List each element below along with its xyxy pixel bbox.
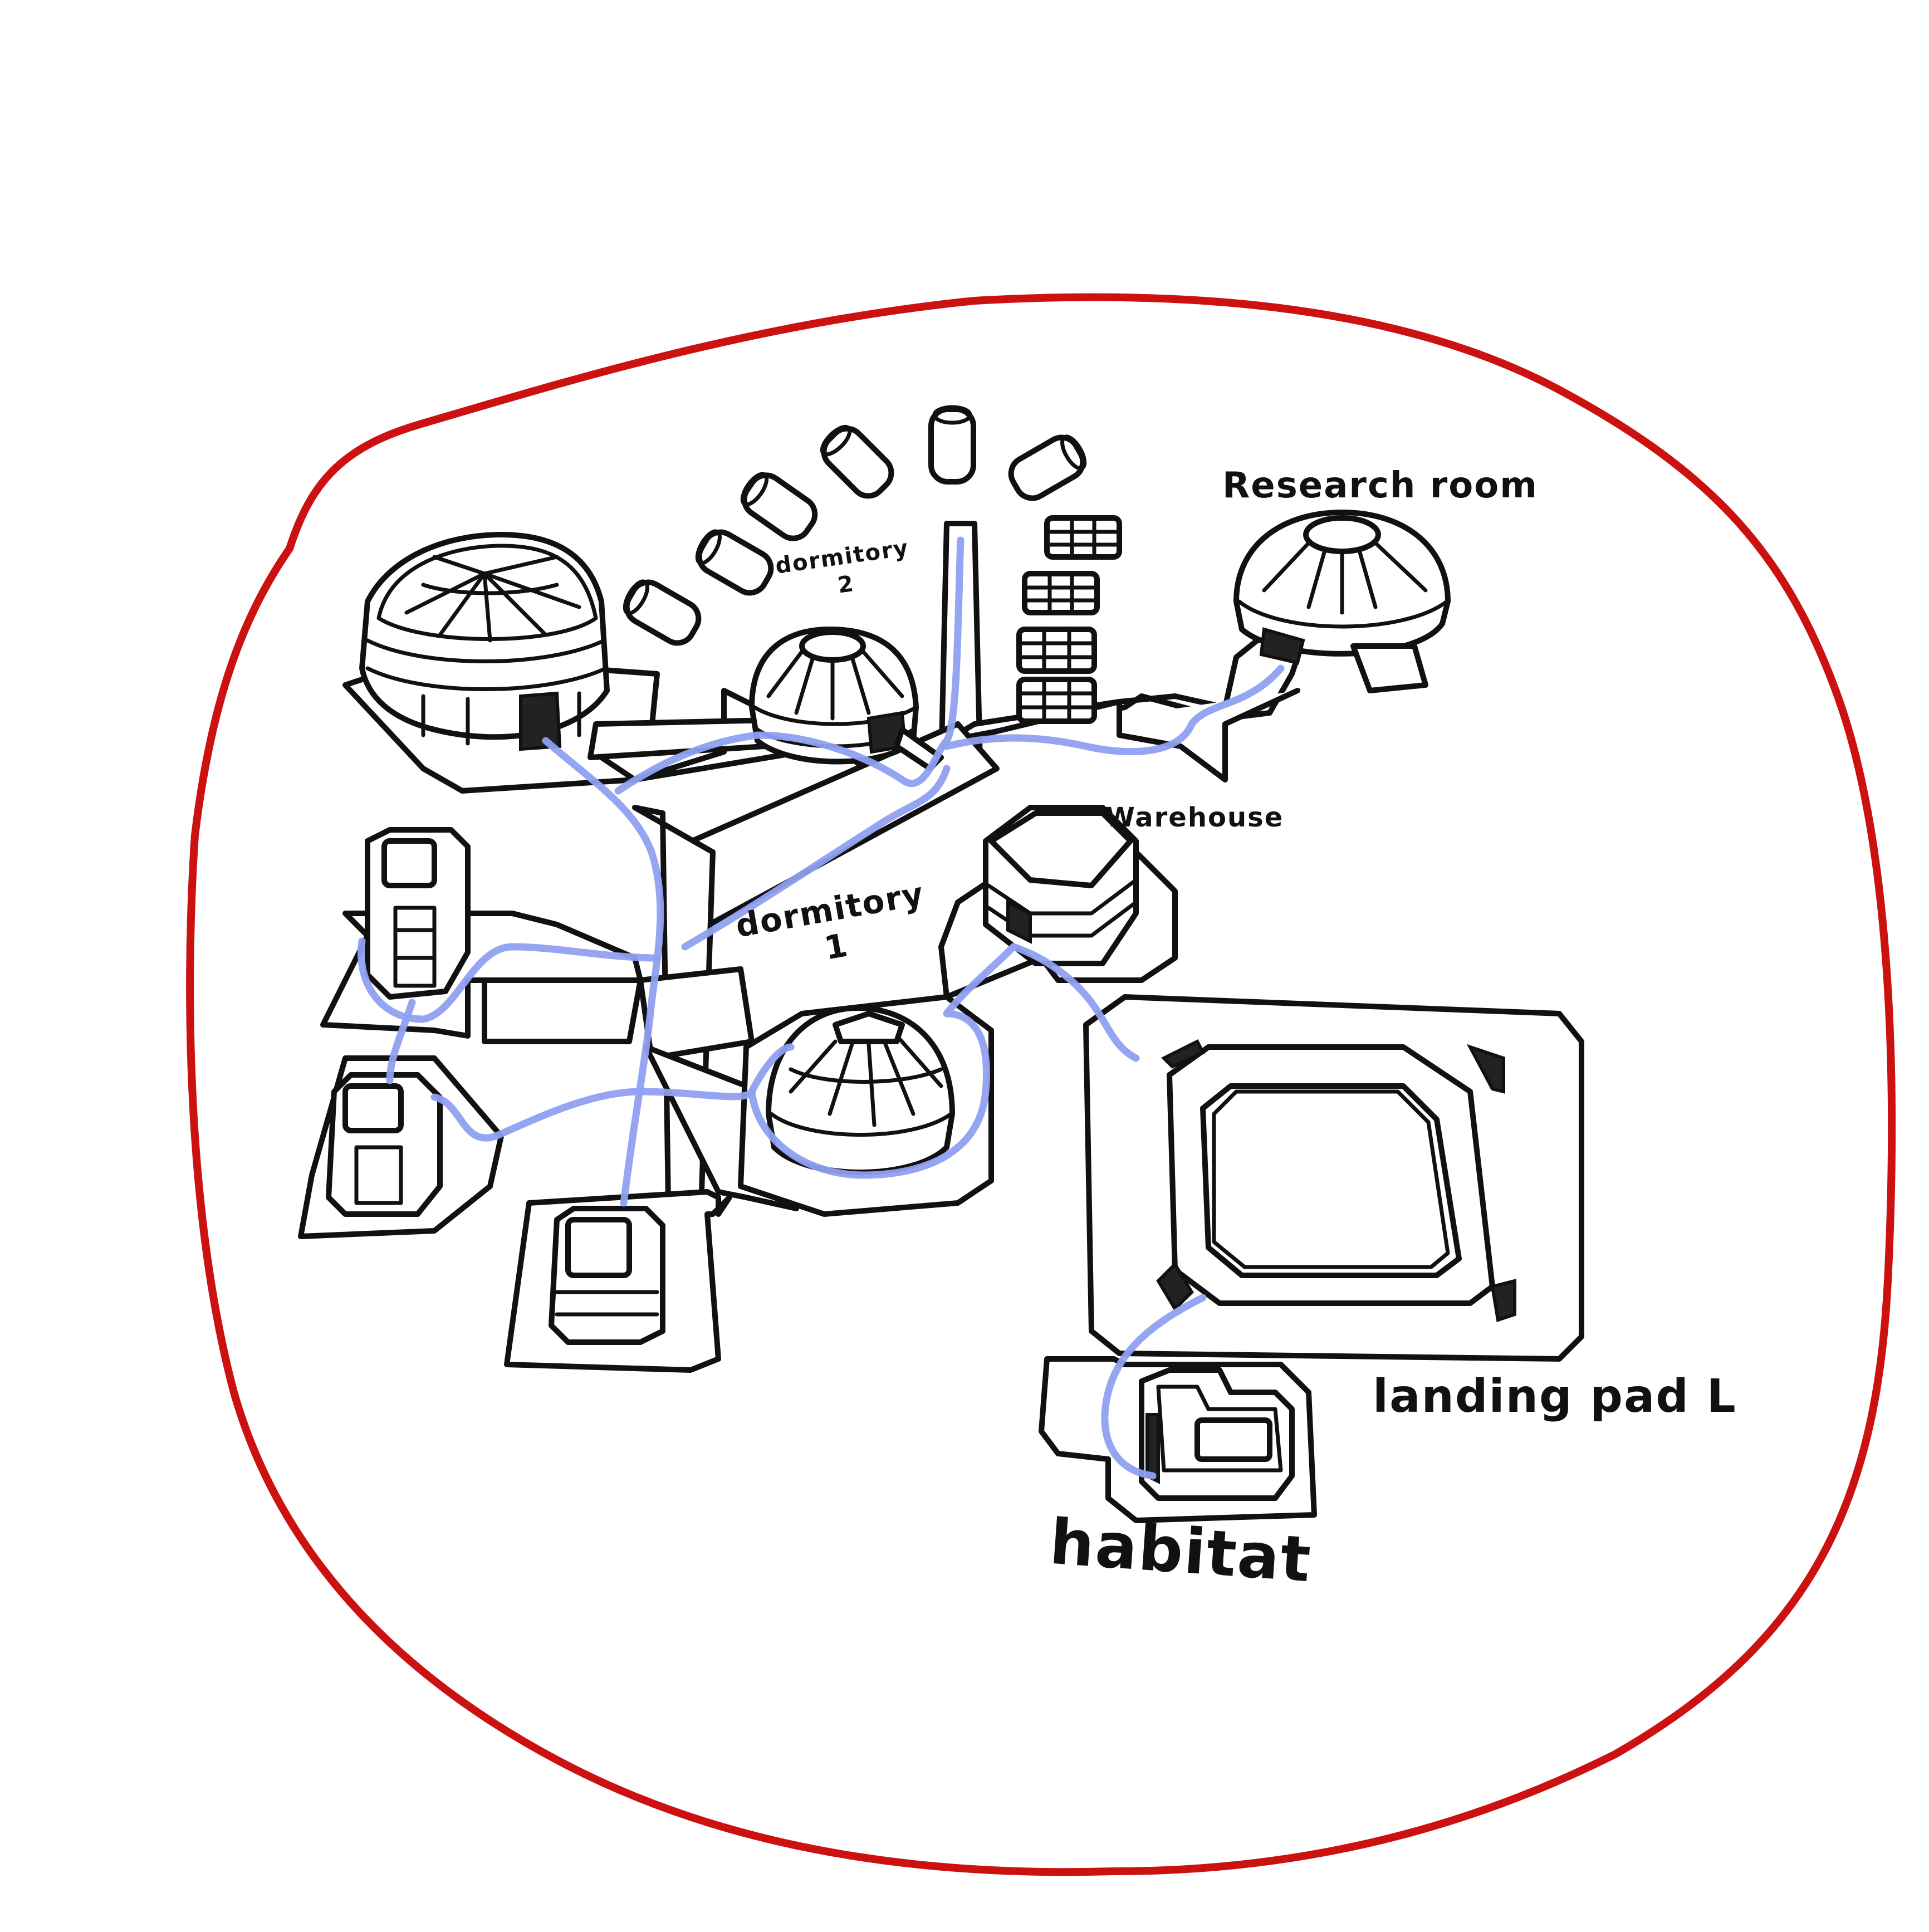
route-module-link [386, 999, 416, 1084]
route-dorm2-corridor [614, 536, 964, 795]
route-dorm1-loop [748, 943, 1017, 1179]
dormitory-2-dome [749, 627, 944, 771]
storage-tanks [623, 405, 1087, 646]
label-warehouse: Warehouse [1105, 802, 1284, 833]
label-landing-pad: landing pad L [1373, 1370, 1737, 1423]
routes [358, 536, 1285, 1480]
route-dorm2-to-research [943, 664, 1285, 756]
main-dome [359, 532, 610, 751]
route-warehouse-to-pad [1010, 943, 1140, 1062]
warehouse-building [983, 805, 1139, 966]
label-research-room: Research room [1222, 465, 1538, 506]
route-west-cross [358, 937, 661, 1023]
habitat-building [1139, 1367, 1295, 1501]
route-main-dome-to-spine [542, 737, 664, 1207]
route-diagonal [681, 765, 951, 951]
small-modules [326, 827, 665, 1345]
landing-pad-structure [1156, 1039, 1516, 1322]
solar-panels [1016, 515, 1122, 724]
dormitory-1-dome [766, 1005, 955, 1175]
base-boundary [186, 293, 1896, 1876]
research-room-dome [1233, 510, 1451, 693]
route-pad-to-habitat [1101, 1294, 1207, 1480]
route-lower-cross [430, 1043, 795, 1142]
